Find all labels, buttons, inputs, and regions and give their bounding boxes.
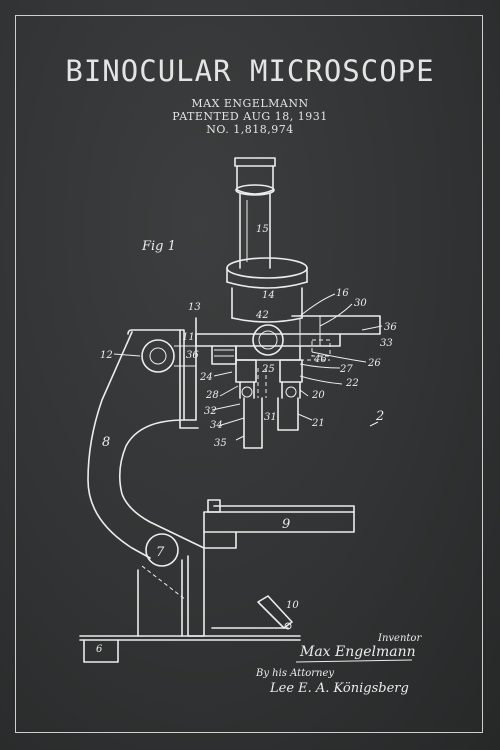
part-label: 11: [182, 332, 195, 343]
part-label: 28: [205, 390, 219, 401]
part-label: 16: [336, 288, 349, 299]
part-label: 13: [188, 302, 201, 313]
part-label: 46: [313, 354, 327, 365]
mirror-lever: [211, 595, 293, 630]
part-label: 31: [264, 412, 277, 423]
leader-lines: [113, 293, 383, 441]
inventor-role: Inventor: [377, 633, 422, 644]
part-label: 10: [286, 600, 299, 611]
part-label: 27: [339, 364, 353, 375]
microscope-arm: [87, 329, 205, 559]
part-label: 7: [156, 545, 165, 560]
part-label: 26: [367, 358, 381, 369]
stage: [203, 499, 355, 549]
part-label: 42: [255, 310, 269, 321]
head-housing: [195, 315, 381, 365]
part-label: 14: [262, 290, 275, 301]
part-label: 33: [380, 338, 393, 349]
inventor-line: MAX ENGELMANN: [191, 97, 309, 110]
part-label: 35: [214, 438, 227, 449]
part-label: 15: [256, 224, 269, 235]
part-label: 6: [96, 644, 103, 655]
objective-lenses: [235, 359, 303, 449]
microscope-base: [79, 635, 301, 663]
part-label: 8: [102, 435, 110, 450]
part-label: 25: [261, 364, 275, 375]
part-label: 21: [311, 418, 325, 429]
figure-label: Fig 1: [141, 239, 176, 254]
part-label: 34: [210, 420, 223, 431]
patent-date-line: PATENTED AUG 18, 1931: [172, 110, 328, 123]
poster-border: [15, 15, 483, 733]
part-label: 36: [384, 322, 397, 333]
part-label: 2: [375, 409, 384, 424]
part-label: 20: [311, 390, 325, 401]
attorney-signature: Lee E. A. Königsberg: [269, 681, 409, 696]
part-numbers: 15 14 16 30 42 13 11 36 36 33 12 24 46 2…: [96, 224, 397, 655]
part-label: 36: [186, 350, 199, 361]
poster-title: BINOCULAR MICROSCOPE: [65, 54, 435, 88]
part-label: 22: [345, 378, 359, 389]
attorney-caption: By his Attorney: [255, 668, 334, 679]
inventor-signature: Max Engelmann: [299, 644, 416, 660]
tube-collar: [226, 257, 308, 323]
pivot-knob: [137, 533, 205, 637]
part-label: 12: [100, 350, 113, 361]
patent-number-line: NO. 1,818,974: [206, 123, 294, 136]
signature-block: Inventor Max Engelmann By his Attorney L…: [255, 633, 422, 696]
part-label: 32: [204, 406, 217, 417]
eyepiece: [234, 157, 276, 269]
part-label: 24: [199, 372, 213, 383]
part-label: 9: [282, 517, 290, 532]
part-label: 30: [354, 298, 367, 309]
